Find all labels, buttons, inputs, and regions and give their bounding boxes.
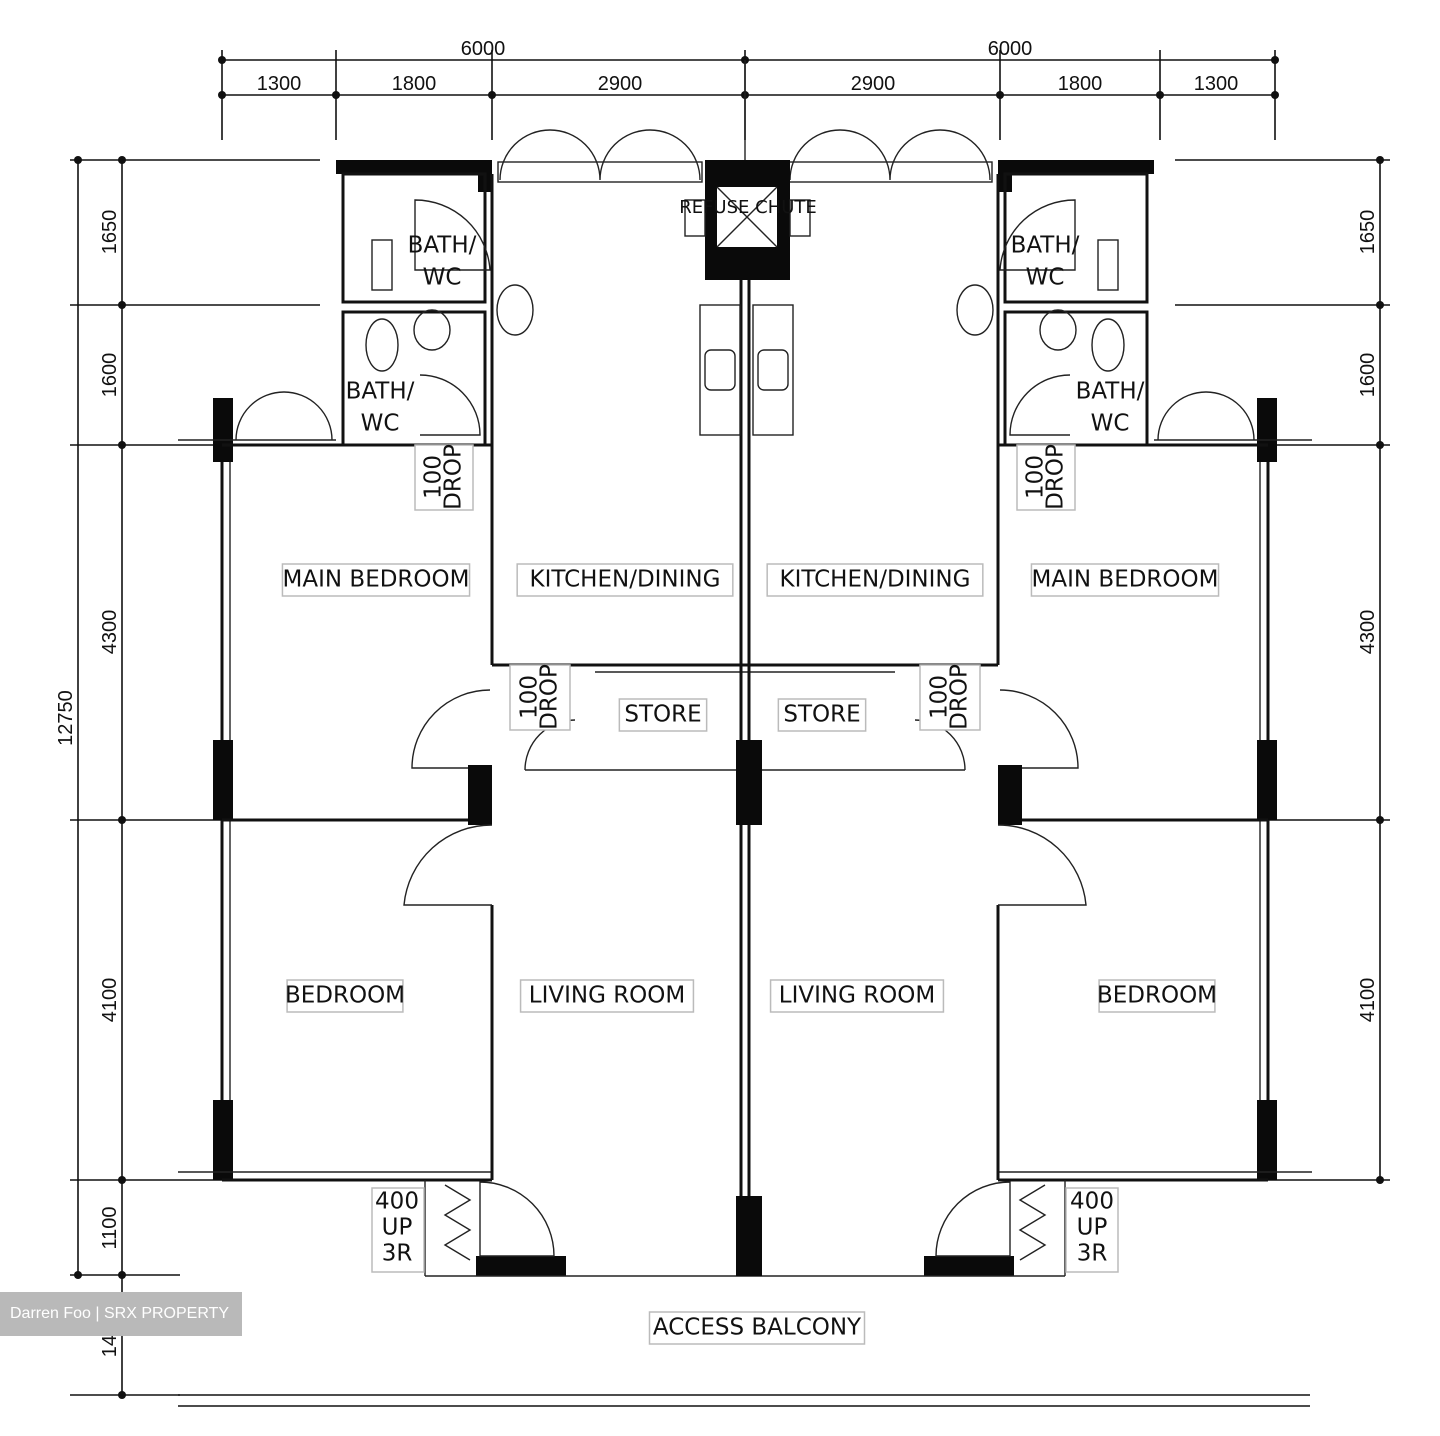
dim-left-seg: 4100 — [99, 978, 121, 1023]
dim-top-seg: 1800 — [392, 73, 437, 95]
right-drop-label-text: DROP — [1043, 444, 1069, 510]
access-balcony-label-text: ACCESS BALCONY — [653, 1315, 862, 1341]
left-drop-label-text: DROP — [441, 444, 467, 510]
dim-left-12750: 12750 — [55, 690, 77, 746]
right-kitchen-dining-label: KITCHEN/DINING — [766, 563, 984, 597]
right-store-label-text: STORE — [783, 702, 860, 728]
refuse-chute: REFUSE CHUTE — [679, 160, 817, 280]
right-main-bedroom-label: MAIN BEDROOM — [1030, 563, 1220, 597]
dim-right-seg: 1600 — [1357, 353, 1379, 398]
left-bath-wc-label-text: WC — [423, 265, 462, 291]
left-kitchen-dining-label-text: KITCHEN/DINING — [530, 567, 721, 593]
dim-left-seg: 1100 — [99, 1206, 121, 1249]
dim-right-seg: 4100 — [1357, 978, 1379, 1023]
dim-left-seg: 1650 — [99, 210, 121, 255]
left-main-bedroom-label: MAIN BEDROOM — [281, 563, 471, 597]
right-bedroom-label-text: BEDROOM — [1097, 983, 1217, 1009]
right-unit-walls — [745, 129, 1312, 1277]
right-bedroom-label: BEDROOM — [1097, 979, 1217, 1013]
sinks — [699, 304, 794, 436]
right-living-room-label-text: LIVING ROOM — [779, 983, 936, 1009]
right-steps-label-text: UP — [1077, 1215, 1108, 1241]
right-steps-label-text: 400 — [1070, 1189, 1114, 1215]
left-store-label: STORE — [618, 698, 708, 732]
right-bath-wc-label-text: BATH/ — [1011, 233, 1080, 259]
right-bath-wc-label: BATH/WC — [1011, 233, 1080, 291]
right-drop-label-text: 100 — [1023, 455, 1049, 499]
watermark: Darren Foo | SRX PROPERTY — [0, 1292, 242, 1336]
left-main-bedroom-label-text: MAIN BEDROOM — [283, 567, 470, 593]
right-store-label: STORE — [777, 698, 867, 732]
left-drop-label-text: 100 — [517, 675, 543, 719]
right-dimension-lines — [1175, 156, 1390, 1184]
left-drop-label-text: 100 — [421, 455, 447, 499]
left-bath-wc-label-text: WC — [361, 411, 400, 437]
top-dimension-lines — [218, 50, 1279, 140]
left-bedroom-label-text: BEDROOM — [285, 983, 405, 1009]
right-bath-wc-label: BATH/WC — [1076, 379, 1145, 437]
dim-right-seg: 1650 — [1357, 210, 1379, 255]
right-living-room-label: LIVING ROOM — [769, 979, 945, 1013]
party-wall — [736, 60, 762, 1276]
dim-top-seg: 2900 — [851, 73, 896, 95]
left-store-label-text: STORE — [624, 702, 701, 728]
left-steps-label-text: 3R — [382, 1241, 413, 1267]
right-drop-label-text: 100 — [927, 675, 953, 719]
left-steps-label-text: UP — [382, 1215, 413, 1241]
left-bath-wc-label-text: BATH/ — [408, 233, 477, 259]
left-bedroom-label: BEDROOM — [285, 979, 405, 1013]
left-bath-wc-label-text: BATH/ — [346, 379, 415, 405]
right-main-bedroom-label-text: MAIN BEDROOM — [1032, 567, 1219, 593]
dim-top-6000-left: 6000 — [461, 38, 506, 60]
dim-top-6000-right: 6000 — [988, 38, 1033, 60]
right-bath-wc-label-text: WC — [1026, 265, 1065, 291]
dim-right-seg: 4300 — [1357, 610, 1379, 655]
access-balcony — [178, 1394, 1310, 1407]
right-drop-label-text: DROP — [947, 664, 973, 730]
dim-top-seg: 1300 — [257, 73, 302, 95]
left-bath-wc-label: BATH/WC — [408, 233, 477, 291]
left-living-room-label-text: LIVING ROOM — [529, 983, 686, 1009]
left-drop-label-text: DROP — [537, 664, 563, 730]
dim-top-seg: 1800 — [1058, 73, 1103, 95]
refuse-chute-label: REFUSE CHUTE — [679, 197, 817, 218]
left-living-room-label: LIVING ROOM — [519, 979, 695, 1013]
left-kitchen-dining-label: KITCHEN/DINING — [516, 563, 734, 597]
access-balcony-label: ACCESS BALCONY — [648, 1311, 866, 1345]
left-bath-wc-label: BATH/WC — [346, 379, 415, 437]
right-bath-wc-label-text: WC — [1091, 411, 1130, 437]
left-unit-walls — [178, 129, 745, 1277]
right-kitchen-dining-label-text: KITCHEN/DINING — [780, 567, 971, 593]
dim-left-seg: 4300 — [99, 610, 121, 655]
dim-top-seg: 1300 — [1194, 73, 1239, 95]
right-steps-label-text: 3R — [1077, 1241, 1108, 1267]
dim-left-seg: 1600 — [99, 353, 121, 398]
left-steps-label-text: 400 — [375, 1189, 419, 1215]
right-bath-wc-label-text: BATH/ — [1076, 379, 1145, 405]
dim-top-seg: 2900 — [598, 73, 643, 95]
